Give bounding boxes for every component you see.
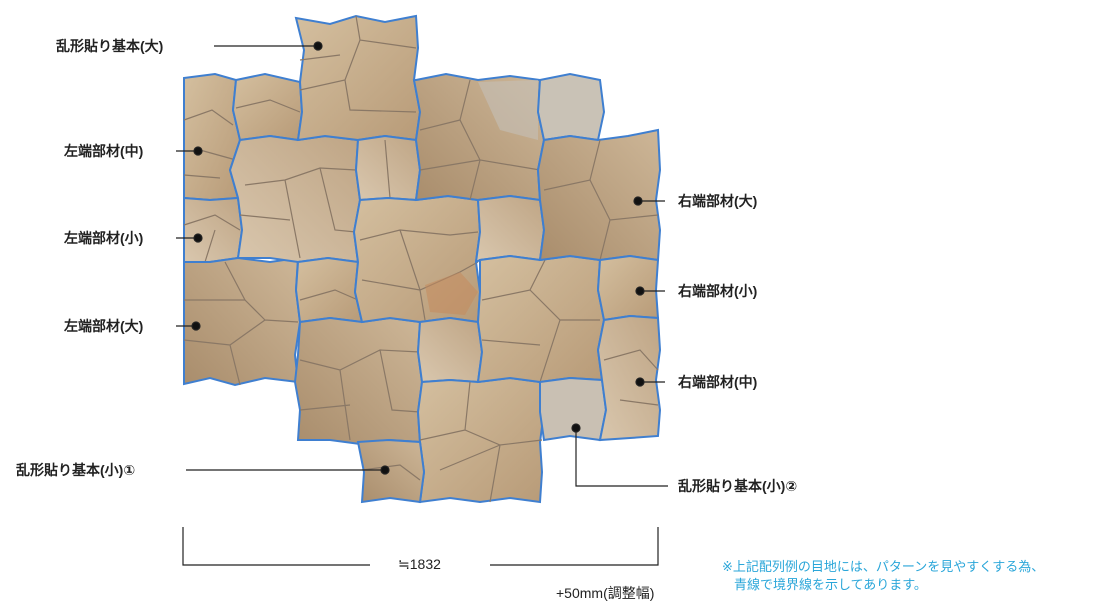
basic-piece-h	[416, 316, 484, 384]
right-edge-piece-mid	[596, 314, 662, 442]
basic-piece-e	[354, 134, 422, 202]
note-line-1: ※上記配列例の目地には、パターンを見やすくする為、	[722, 559, 1045, 574]
left-edge-piece-large	[183, 256, 302, 387]
large-basic-piece	[294, 14, 422, 142]
basic-piece-c	[294, 256, 364, 324]
basic-piece-a	[231, 72, 304, 142]
label-small-basic-2: 乱形貼り基本(小)②	[678, 478, 798, 494]
left-edge-piece-small	[183, 196, 244, 263]
left-edge-piece-mid	[183, 72, 242, 202]
dimension-adjust: +50mm(調整幅)	[556, 585, 655, 601]
basic-piece-g	[412, 72, 546, 202]
basic-piece-i	[416, 376, 546, 504]
right-edge-piece-small	[596, 254, 660, 322]
label-left-edge-small: 左端部材(小)	[64, 230, 144, 246]
dimension-bracket	[182, 527, 659, 566]
basic-piece-d	[293, 316, 424, 446]
small-basic-piece-1	[356, 438, 426, 504]
label-left-edge-mid: 左端部材(中)	[64, 143, 144, 159]
leader-lines	[176, 41, 668, 487]
label-left-edge-large: 左端部材(大)	[64, 318, 144, 334]
basic-piece-l	[536, 72, 606, 142]
basic-piece-m	[536, 128, 662, 262]
dimension-width: ≒1832	[398, 556, 441, 572]
basic-piece-k	[476, 254, 606, 384]
basic-piece-b	[228, 134, 362, 264]
basic-piece-j	[474, 194, 546, 264]
note-line-2: 青線で境界線を示してあります。	[734, 577, 927, 592]
label-right-edge-mid: 右端部材(中)	[678, 374, 758, 390]
basic-piece-f	[352, 194, 482, 324]
label-right-edge-large: 右端部材(大)	[678, 193, 758, 209]
label-large-basic: 乱形貼り基本(大)	[56, 38, 164, 54]
label-small-basic-1: 乱形貼り基本(小)①	[16, 462, 136, 478]
label-right-edge-small: 右端部材(小)	[678, 283, 758, 299]
